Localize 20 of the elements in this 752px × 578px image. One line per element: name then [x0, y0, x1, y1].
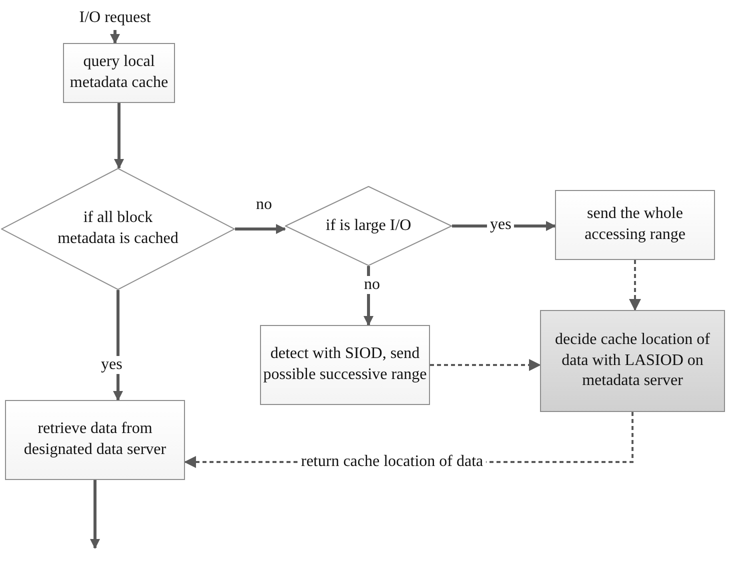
arrow	[235, 224, 286, 234]
process-text: retrieve data from designated data server	[22, 419, 168, 460]
process-box	[63, 43, 175, 103]
decision-text: if all block metadata is cached	[56, 208, 180, 249]
process-text: detect with SIOD, send possible successive range	[262, 344, 428, 385]
arrow	[114, 103, 124, 169]
arrow	[90, 480, 100, 549]
arrow	[364, 266, 374, 326]
process-box	[260, 325, 430, 405]
process-text: query local metadata cache	[68, 52, 170, 93]
process-box	[555, 190, 715, 260]
process-box	[540, 310, 725, 412]
dashed-arrow	[430, 359, 541, 371]
decision-text: if is large I/O	[326, 216, 412, 236]
start-label: I/O request	[79, 8, 151, 28]
arrow	[110, 30, 120, 44]
dashed-arrow	[629, 260, 641, 311]
process-text: send the whole accessing range	[584, 204, 686, 245]
process-text: decide cache location of data with LASIOD on metadata server	[554, 330, 712, 392]
process-box	[5, 400, 185, 480]
